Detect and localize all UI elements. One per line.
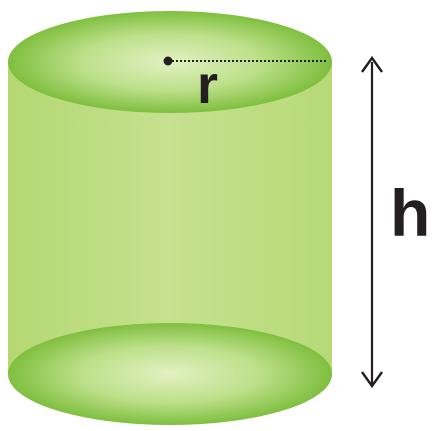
cylinder-body <box>8 62 332 375</box>
cylinder-bottom-cap <box>8 323 332 425</box>
height-label: h <box>390 176 430 250</box>
height-arrow <box>361 55 383 389</box>
radius-label: r <box>197 55 218 115</box>
center-point <box>163 56 173 66</box>
